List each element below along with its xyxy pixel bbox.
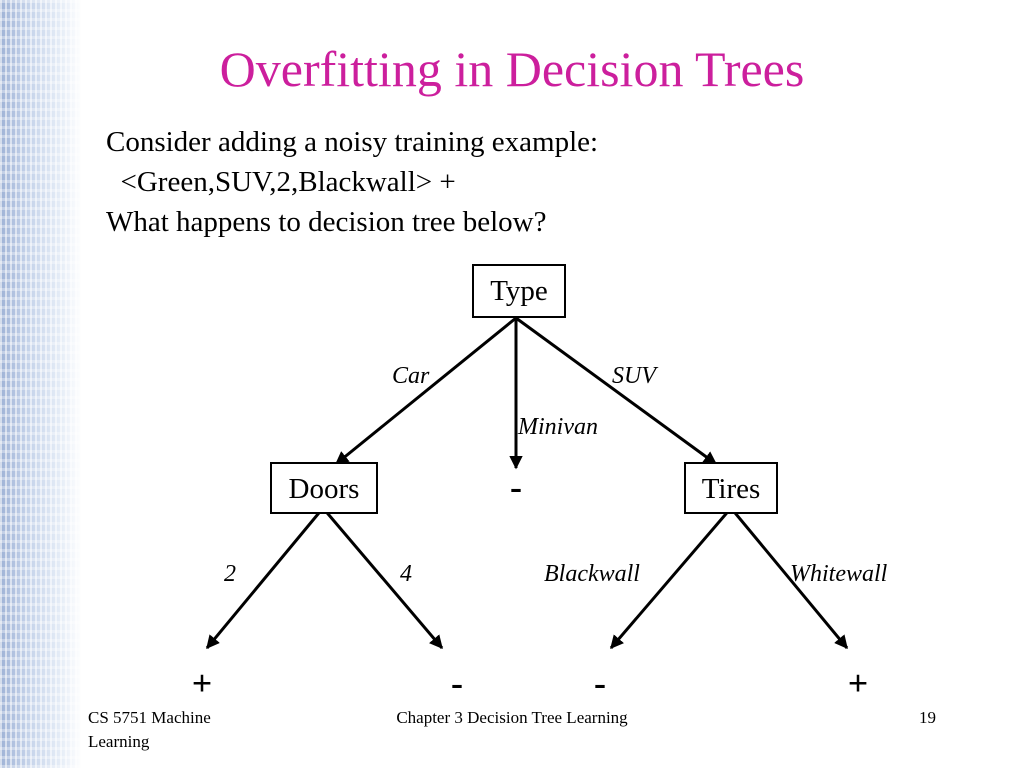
leaf-tires-blackwall: - [594, 663, 606, 703]
node-type: Type [472, 264, 566, 318]
footer-chapter: Chapter 3 Decision Tree Learning [396, 708, 628, 727]
node-tires: Tires [684, 462, 778, 514]
edge-label-minivan: Minivan [518, 414, 598, 440]
leaf-doors-2: + [191, 663, 213, 703]
intro-line-2: <Green,SUV,2,Blackwall> + [106, 166, 456, 198]
intro-text: Consider adding a noisy training example… [106, 122, 598, 242]
edge-car [334, 316, 517, 466]
edge-label-whitewall: Whitewall [790, 561, 888, 587]
slide-title: Overfitting in Decision Trees [219, 41, 805, 97]
edge-whitewall [729, 507, 849, 650]
edge-label-blackwall: Blackwall [544, 561, 640, 587]
edge-label-car: Car [392, 363, 430, 389]
leaf-minivan: - [510, 467, 522, 507]
leaf-doors-4: - [451, 663, 463, 703]
intro-line-3: What happens to decision tree below? [106, 206, 547, 238]
edge-label-four: 4 [400, 561, 412, 587]
intro-line-1: Consider adding a noisy training example… [106, 126, 599, 158]
footer-course: CS 5751 Machine Learning [88, 708, 211, 751]
edge-four [321, 507, 444, 650]
edge-two [205, 507, 325, 650]
leaf-tires-whitewall: + [847, 663, 869, 703]
edge-label-suv: SUV [612, 363, 656, 389]
edge-label-two: 2 [224, 561, 236, 587]
footer-page-number: 19 [919, 708, 936, 727]
decorative-side-strip [0, 0, 82, 768]
edge-suv [515, 316, 718, 466]
edge-blackwall [609, 507, 733, 650]
node-doors: Doors [270, 462, 378, 514]
